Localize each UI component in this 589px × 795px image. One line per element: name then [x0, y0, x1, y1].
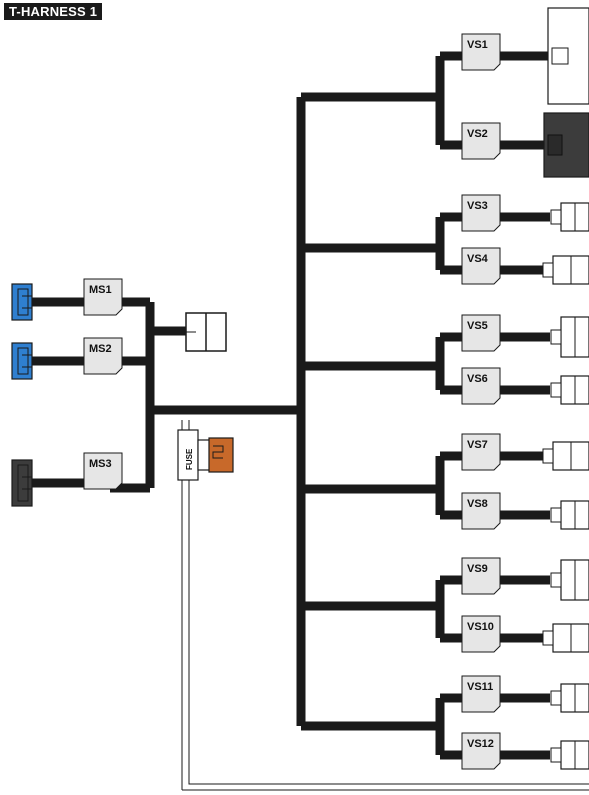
- fuse-label: FUSE: [185, 448, 194, 470]
- vehicle-connector-9-icon: [550, 559, 589, 601]
- vehicle-socket-5: VS5: [461, 314, 501, 352]
- master-socket-2-text: MS2: [89, 343, 112, 355]
- vehicle-connector-2-icon: [543, 112, 589, 178]
- master-connector-1-icon: [11, 283, 33, 321]
- vehicle-socket-5-text: VS5: [467, 320, 488, 332]
- master-socket-2: MS2: [83, 337, 123, 375]
- master-socket-1: MS1: [83, 278, 123, 316]
- master-connector-3-icon: [11, 459, 33, 507]
- connectors: [11, 7, 589, 770]
- vehicle-socket-6: VS6: [461, 367, 501, 405]
- harness-title: T-HARNESS 1: [4, 3, 103, 20]
- inline-connector: [185, 312, 227, 352]
- vehicle-connector-11-icon: [550, 683, 589, 713]
- vehicle-socket-7: VS7: [461, 433, 501, 471]
- vehicle-socket-9-text: VS9: [467, 563, 488, 575]
- vehicle-connector-4-icon: [542, 255, 589, 285]
- vehicle-socket-9: VS9: [461, 557, 501, 595]
- vehicle-socket-10-text: VS10: [467, 621, 494, 633]
- vehicle-socket-4: VS4: [461, 247, 501, 285]
- vehicle-socket-11-text: VS11: [467, 681, 493, 693]
- vehicle-connector-6-icon: [550, 375, 589, 405]
- vehicle-socket-1: VS1: [461, 33, 501, 71]
- thin-wire: [181, 420, 589, 791]
- vehicle-socket-3-text: VS3: [467, 200, 488, 212]
- vehicle-connector-1-icon: [547, 7, 589, 105]
- vehicle-connector-5-icon: [550, 316, 589, 358]
- vehicle-socket-12: VS12: [461, 732, 501, 770]
- vehicle-socket-11: VS11: [461, 675, 501, 713]
- vehicle-socket-1-text: VS1: [467, 39, 488, 51]
- vehicle-connector-7-icon: [542, 441, 589, 471]
- vehicle-socket-6-text: VS6: [467, 373, 488, 385]
- vehicle-socket-10: VS10: [461, 615, 501, 653]
- vehicle-socket-2-text: VS2: [467, 128, 488, 140]
- vehicle-socket-8: VS8: [461, 492, 501, 530]
- vehicle-connector-8-icon: [550, 500, 589, 530]
- vehicle-socket-2: VS2: [461, 122, 501, 160]
- master-socket-1-text: MS1: [89, 284, 112, 296]
- vehicle-connector-3-icon: [550, 202, 589, 232]
- vehicle-socket-3: VS3: [461, 194, 501, 232]
- master-socket-3: MS3: [83, 452, 123, 490]
- fuse-holder: FUSE: [177, 429, 234, 481]
- vehicle-socket-12-text: VS12: [467, 738, 494, 750]
- vehicle-socket-8-text: VS8: [467, 498, 488, 510]
- vehicle-socket-7-text: VS7: [467, 439, 488, 451]
- master-connector-2-icon: [11, 342, 33, 380]
- vehicle-socket-4-text: VS4: [467, 253, 489, 265]
- vehicle-connector-12-icon: [550, 740, 589, 770]
- master-socket-3-text: MS3: [89, 458, 112, 470]
- vehicle-connector-10-icon: [542, 623, 589, 653]
